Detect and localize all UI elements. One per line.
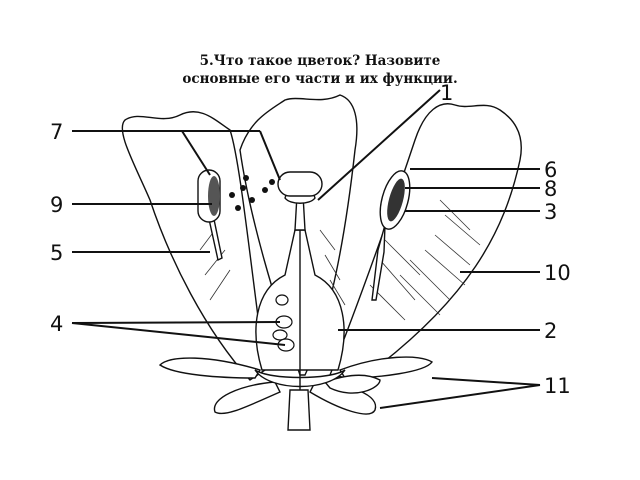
label-10: 10 [544, 261, 571, 285]
question-line-1: 5.Что такое цветок? Назовите [199, 53, 441, 69]
leader-4b [71, 322, 286, 346]
leader-1 [317, 89, 441, 201]
question-title: 5.Что такое цветок? Назовите основные ег… [150, 52, 490, 88]
label-3: 3 [544, 200, 557, 224]
label-4: 4 [50, 312, 63, 336]
petal-hatching [199, 199, 481, 321]
label-2: 2 [544, 319, 557, 343]
anther-center [277, 171, 323, 197]
pedicel [287, 389, 311, 431]
label-6: 6 [544, 158, 557, 182]
question-line-2: основные его части и их функции. [182, 71, 458, 87]
leader-7b [259, 130, 281, 181]
label-5: 5 [50, 241, 63, 265]
part-labels: 1 7 9 5 4 6 8 3 10 2 11 [50, 81, 571, 398]
sepal-right [338, 356, 433, 379]
leader-11b [379, 384, 541, 409]
petal-left [121, 111, 266, 381]
label-1: 1 [440, 81, 453, 105]
filament-right [371, 224, 386, 301]
label-7: 7 [50, 120, 63, 144]
label-11: 11 [544, 374, 571, 398]
sepal-bottom-left [213, 381, 281, 415]
leader-11a [431, 377, 541, 386]
label-8: 8 [544, 177, 557, 201]
leader-4a [71, 321, 281, 324]
pollen-grains [229, 175, 275, 211]
leader-lines [71, 89, 541, 409]
petal-right [329, 103, 522, 381]
leader-7c [181, 130, 211, 176]
sepal-left [158, 357, 262, 379]
label-9: 9 [50, 193, 63, 217]
